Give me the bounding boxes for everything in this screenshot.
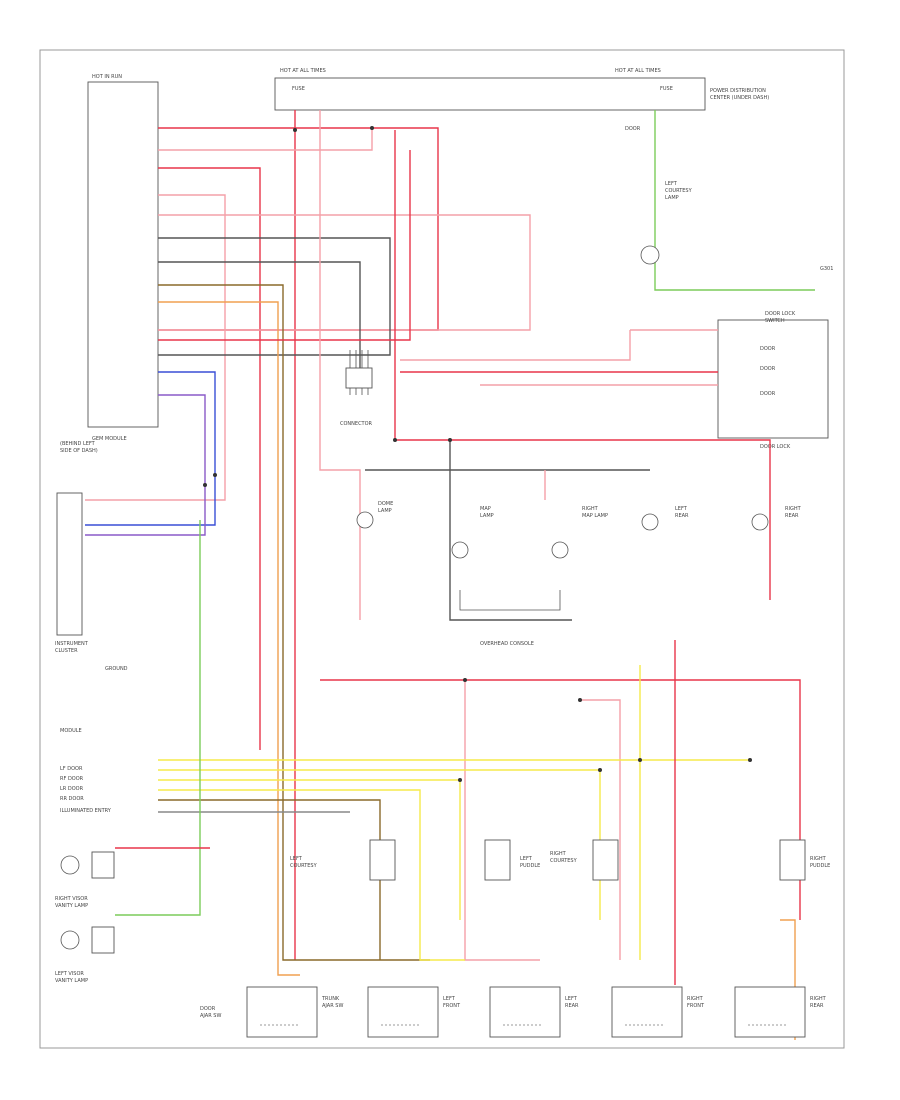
svg-text:DOOR: DOOR	[200, 1006, 216, 1012]
courtesy-lamp-2	[451, 541, 469, 559]
left-lamp-upper-housing	[91, 851, 115, 879]
svg-text:LR DOOR: LR DOOR	[60, 786, 84, 792]
svg-text:TRUNK: TRUNK	[321, 996, 340, 1002]
door-switch-5	[734, 986, 806, 1038]
control-module-upper	[87, 81, 159, 428]
svg-text:LEFT: LEFT	[443, 996, 456, 1002]
svg-text:RIGHT: RIGHT	[810, 996, 827, 1002]
svg-text:REAR: REAR	[785, 513, 799, 519]
door-switch-2	[367, 986, 439, 1038]
svg-text:LF DOOR: LF DOOR	[60, 766, 83, 772]
courtesy-lamp-5	[751, 513, 769, 531]
svg-text:LAMP: LAMP	[378, 508, 392, 514]
svg-text:(BEHIND LEFT: (BEHIND LEFT	[60, 441, 96, 447]
left-lamp-upper	[60, 855, 80, 875]
svg-text:LAMP: LAMP	[480, 513, 494, 519]
svg-text:FUSE: FUSE	[660, 86, 673, 92]
svg-text:COURTESY: COURTESY	[665, 188, 693, 194]
right-upper-lamp	[640, 245, 660, 265]
svg-text:CLUSTER: CLUSTER	[55, 648, 78, 654]
courtesy-lamp-4	[641, 513, 659, 531]
svg-text:SWITCH: SWITCH	[765, 318, 785, 324]
lamp-box-2	[484, 839, 511, 881]
svg-text:REAR: REAR	[675, 513, 689, 519]
svg-text:DOOR LOCK: DOOR LOCK	[760, 444, 791, 450]
center-connector	[345, 367, 373, 389]
svg-text:VANITY LAMP: VANITY LAMP	[55, 978, 88, 984]
svg-text:HOT AT ALL TIMES: HOT AT ALL TIMES	[280, 68, 326, 74]
svg-text:LAMP: LAMP	[665, 195, 679, 201]
svg-text:COURTESY: COURTESY	[550, 858, 578, 864]
svg-text:RF DOOR: RF DOOR	[60, 776, 84, 782]
svg-text:RIGHT: RIGHT	[687, 996, 704, 1002]
svg-text:LEFT: LEFT	[665, 181, 678, 187]
svg-text:FUSE: FUSE	[292, 86, 305, 92]
left-lamp-lower-housing	[91, 926, 115, 954]
svg-text:DOOR: DOOR	[760, 391, 776, 397]
svg-text:PUDDLE: PUDDLE	[810, 863, 830, 869]
svg-text:ILLUMINATED ENTRY: ILLUMINATED ENTRY	[60, 808, 112, 814]
door-switch-4	[611, 986, 683, 1038]
svg-text:RIGHT: RIGHT	[785, 506, 802, 512]
lamp-box-3	[592, 839, 619, 881]
lamp-box-1	[369, 839, 396, 881]
svg-text:CONNECTOR: CONNECTOR	[340, 421, 373, 427]
door-switch-box	[717, 319, 829, 439]
svg-text:AJAR SW: AJAR SW	[200, 1013, 221, 1019]
svg-text:INSTRUMENT: INSTRUMENT	[55, 641, 89, 647]
svg-text:LEFT: LEFT	[520, 856, 533, 862]
svg-text:LEFT VISOR: LEFT VISOR	[55, 971, 84, 977]
svg-text:FRONT: FRONT	[443, 1003, 461, 1009]
door-switch-3	[489, 986, 561, 1038]
svg-text:VANITY LAMP: VANITY LAMP	[55, 903, 88, 909]
courtesy-lamp-1	[356, 511, 374, 529]
svg-text:HOT IN RUN: HOT IN RUN	[92, 74, 122, 80]
svg-text:RIGHT VISOR: RIGHT VISOR	[55, 896, 88, 902]
svg-text:FRONT: FRONT	[687, 1003, 705, 1009]
svg-text:REAR: REAR	[565, 1003, 579, 1009]
svg-text:DOOR: DOOR	[625, 126, 641, 132]
svg-text:DOOR: DOOR	[760, 366, 776, 372]
svg-text:REAR: REAR	[810, 1003, 824, 1009]
door-switch-1	[246, 986, 318, 1038]
courtesy-lamp-3	[551, 541, 569, 559]
svg-text:OVERHEAD CONSOLE: OVERHEAD CONSOLE	[480, 641, 534, 647]
svg-text:RIGHT: RIGHT	[582, 506, 599, 512]
svg-text:LEFT: LEFT	[565, 996, 578, 1002]
svg-text:RIGHT: RIGHT	[550, 851, 567, 857]
svg-text:RR DOOR: RR DOOR	[60, 796, 84, 802]
svg-text:LEFT: LEFT	[290, 856, 303, 862]
svg-text:G301: G301	[820, 266, 833, 272]
svg-text:LEFT: LEFT	[675, 506, 688, 512]
svg-text:DOOR LOCK: DOOR LOCK	[765, 311, 796, 317]
connector-left-middle	[56, 492, 83, 636]
lamp-box-4	[779, 839, 806, 881]
svg-text:PUDDLE: PUDDLE	[520, 863, 540, 869]
svg-text:DOME: DOME	[378, 501, 393, 507]
svg-text:MAP LAMP: MAP LAMP	[582, 513, 608, 519]
svg-text:POWER DISTRIBUTION: POWER DISTRIBUTION	[710, 88, 766, 94]
diagram-border	[39, 49, 845, 1049]
svg-text:GROUND: GROUND	[105, 666, 128, 672]
svg-text:AJAR SW: AJAR SW	[322, 1003, 343, 1009]
fuse-box	[274, 77, 706, 111]
svg-text:CENTER (UNDER DASH): CENTER (UNDER DASH)	[710, 95, 769, 101]
left-lamp-lower	[60, 930, 80, 950]
svg-text:SIDE OF DASH): SIDE OF DASH)	[60, 448, 98, 454]
svg-text:RIGHT: RIGHT	[810, 856, 827, 862]
svg-text:MODULE: MODULE	[60, 728, 82, 734]
svg-text:DOOR: DOOR	[760, 346, 776, 352]
svg-text:GEM MODULE: GEM MODULE	[92, 436, 127, 442]
svg-text:HOT AT ALL TIMES: HOT AT ALL TIMES	[615, 68, 661, 74]
svg-text:MAP: MAP	[480, 506, 491, 512]
svg-text:COURTESY: COURTESY	[290, 863, 318, 869]
